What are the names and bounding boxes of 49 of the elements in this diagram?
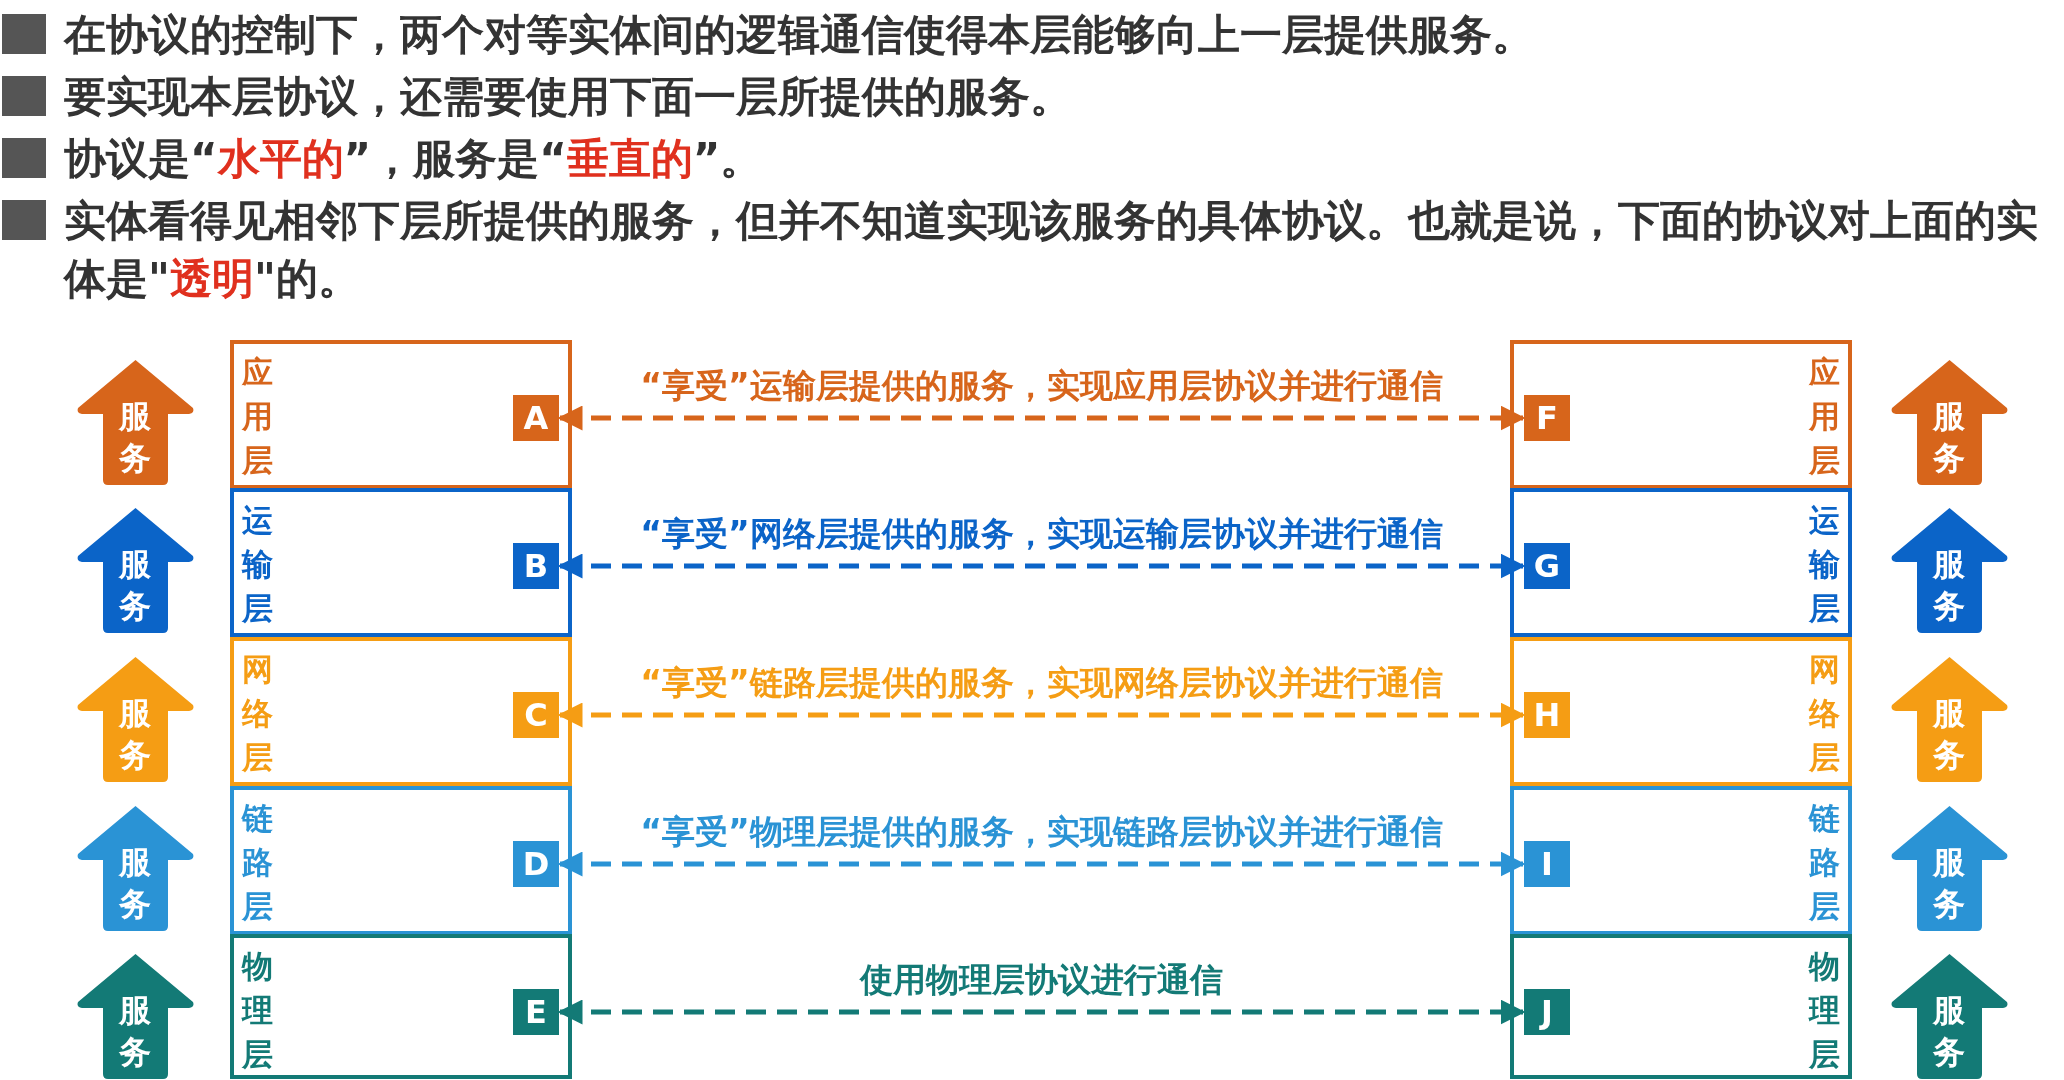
service-sign: 服务 [1890, 506, 2009, 633]
letter-badge: I [1524, 841, 1570, 887]
layer-name: 网络层 [1809, 650, 1840, 778]
dashed-double-arrow [557, 999, 1526, 1025]
service-sign: 服务 [1890, 952, 2009, 1079]
layer-box [1510, 786, 1852, 935]
layer-name: 运输层 [242, 501, 273, 629]
layer-box [230, 786, 572, 935]
service-sign: 服务 [1890, 655, 2009, 782]
layer-name: 链路层 [1809, 799, 1840, 927]
letter-badge: A [513, 395, 559, 441]
layer-box [1510, 637, 1852, 786]
service-sign: 服务 [76, 804, 195, 931]
letter-badge: G [1524, 543, 1570, 589]
service-sign: 服务 [76, 506, 195, 633]
layer-box [1510, 934, 1852, 1079]
bullet-text: 实体看得见相邻下层所提供的服务，但并不知道实现该服务的具体协议。也就是说，下面的协议对上面的实体是"透明"的。 [64, 195, 2039, 305]
layer-box [230, 340, 572, 489]
service-sign: 服务 [76, 655, 195, 782]
layer-name: 应用层 [242, 353, 273, 481]
dashed-double-arrow [557, 702, 1526, 728]
letter-badge: H [1524, 692, 1570, 738]
layer-name: 物理层 [1809, 947, 1840, 1075]
layer-box [230, 488, 572, 637]
bullet-text: 在协议的控制下，两个对等实体间的逻辑通信使得本层能够向上一层提供服务。 [64, 9, 1535, 61]
service-sign: 服务 [1890, 804, 2009, 931]
layer-box [1510, 340, 1852, 489]
letter-badge: F [1524, 395, 1570, 441]
letter-badge: J [1524, 989, 1570, 1035]
layer-name: 应用层 [1809, 353, 1840, 481]
letter-badge: E [513, 989, 559, 1035]
dashed-double-arrow [557, 405, 1526, 431]
bullet-text: 协议是“水平的”，服务是“垂直的”。 [64, 133, 764, 185]
layer-name: 物理层 [242, 947, 273, 1075]
bullet-text: 要实现本层协议，还需要使用下面一层所提供的服务。 [64, 71, 1073, 123]
service-sign: 服务 [76, 952, 195, 1079]
service-sign: 服务 [1890, 358, 2009, 485]
layer-name: 网络层 [242, 650, 273, 778]
dashed-double-arrow [557, 553, 1526, 579]
layer-name: 链路层 [242, 799, 273, 927]
service-sign: 服务 [76, 358, 195, 485]
layer-box [230, 934, 572, 1079]
letter-badge: C [513, 692, 559, 738]
layer-name: 运输层 [1809, 501, 1840, 629]
dashed-double-arrow [557, 851, 1526, 877]
letter-badge: D [513, 841, 559, 887]
layer-box [1510, 488, 1852, 637]
letter-badge: B [513, 543, 559, 589]
layer-box [230, 637, 572, 786]
